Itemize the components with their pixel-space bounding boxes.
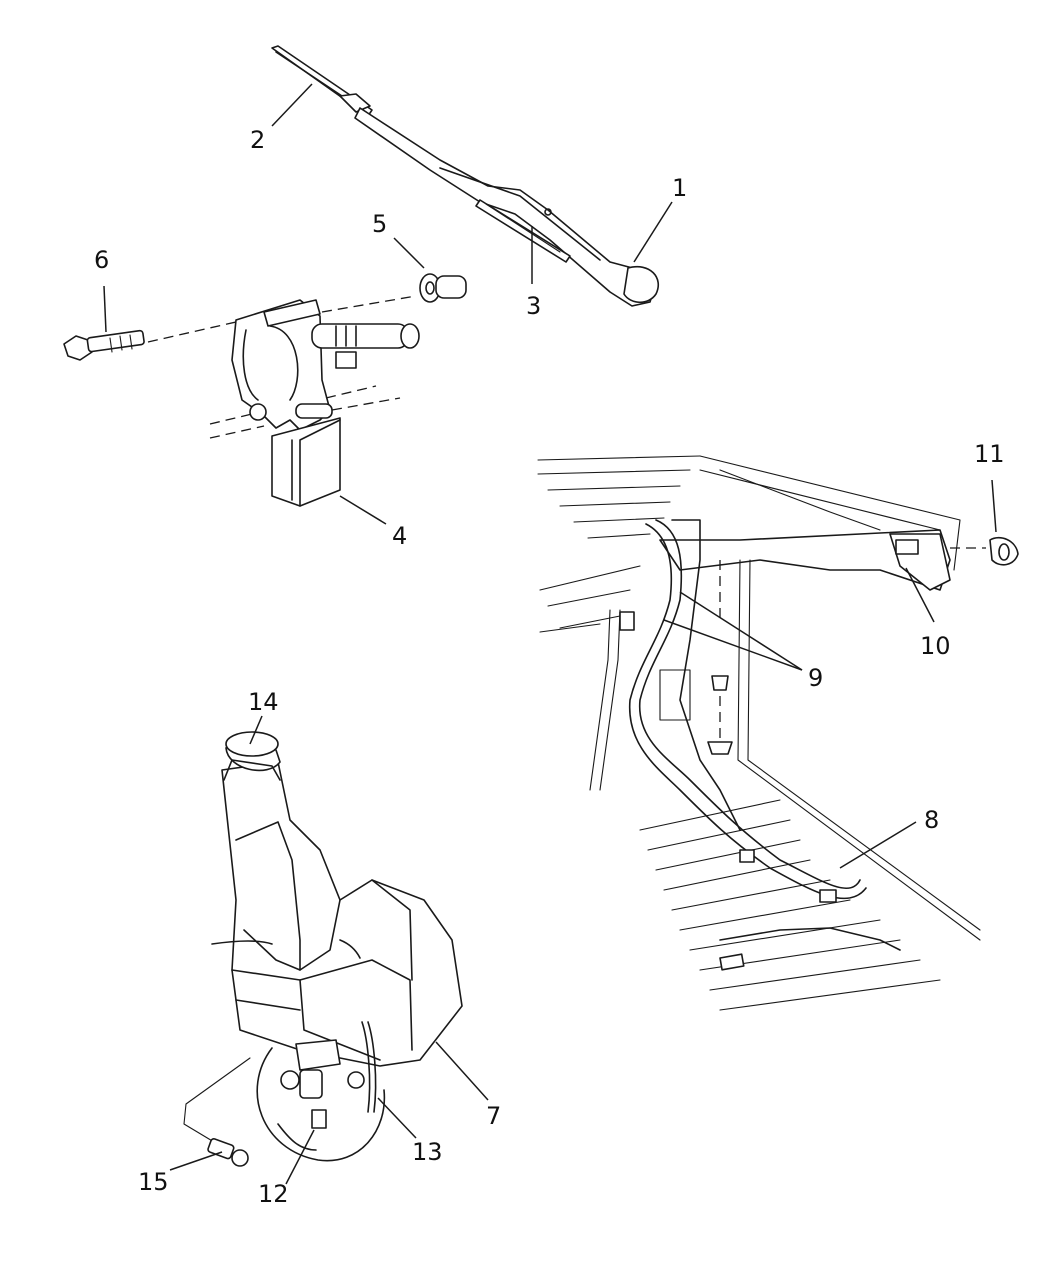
reservoir-screw-part [183, 1057, 251, 1167]
callout-11: 11 [974, 440, 1005, 468]
callout-5: 5 [372, 210, 387, 238]
callout-6: 6 [94, 246, 109, 274]
wiring-harness-part [619, 519, 901, 971]
callout-2: 2 [250, 126, 265, 154]
washer-pump-part [256, 1039, 386, 1162]
wiper-motor-part [231, 299, 420, 507]
callout-12: 12 [258, 1180, 289, 1208]
washer-hose-liftgate-part [671, 519, 741, 831]
callout-7: 7 [486, 1102, 501, 1130]
mounting-dashes [147, 295, 417, 439]
reservoir-cap-part [223, 731, 281, 781]
wiper-arm-part [354, 107, 659, 307]
callout-14: 14 [248, 688, 279, 716]
washer-nozzle-part [889, 533, 986, 591]
callout-10: 10 [920, 632, 951, 660]
callout-4: 4 [392, 522, 407, 550]
callout-15: 15 [138, 1168, 169, 1196]
grommet-part [419, 273, 467, 303]
callout-8: 8 [924, 806, 939, 834]
callout-3: 3 [526, 292, 541, 320]
wiper-blade-part [271, 45, 373, 117]
callout-13: 13 [412, 1138, 443, 1166]
callout-9: 9 [808, 664, 823, 692]
nozzle-cap-part [989, 536, 1019, 566]
bolt-part [63, 329, 145, 361]
leader-lines [103, 83, 997, 1185]
washer-reservoir-part [211, 761, 463, 1067]
blade-insert-part [475, 199, 571, 263]
callout-1: 1 [672, 174, 687, 202]
washer-hose-part [361, 1021, 377, 1113]
callout-labels: 1 2 3 4 5 6 7 8 9 10 11 12 13 14 15 [94, 126, 1005, 1208]
